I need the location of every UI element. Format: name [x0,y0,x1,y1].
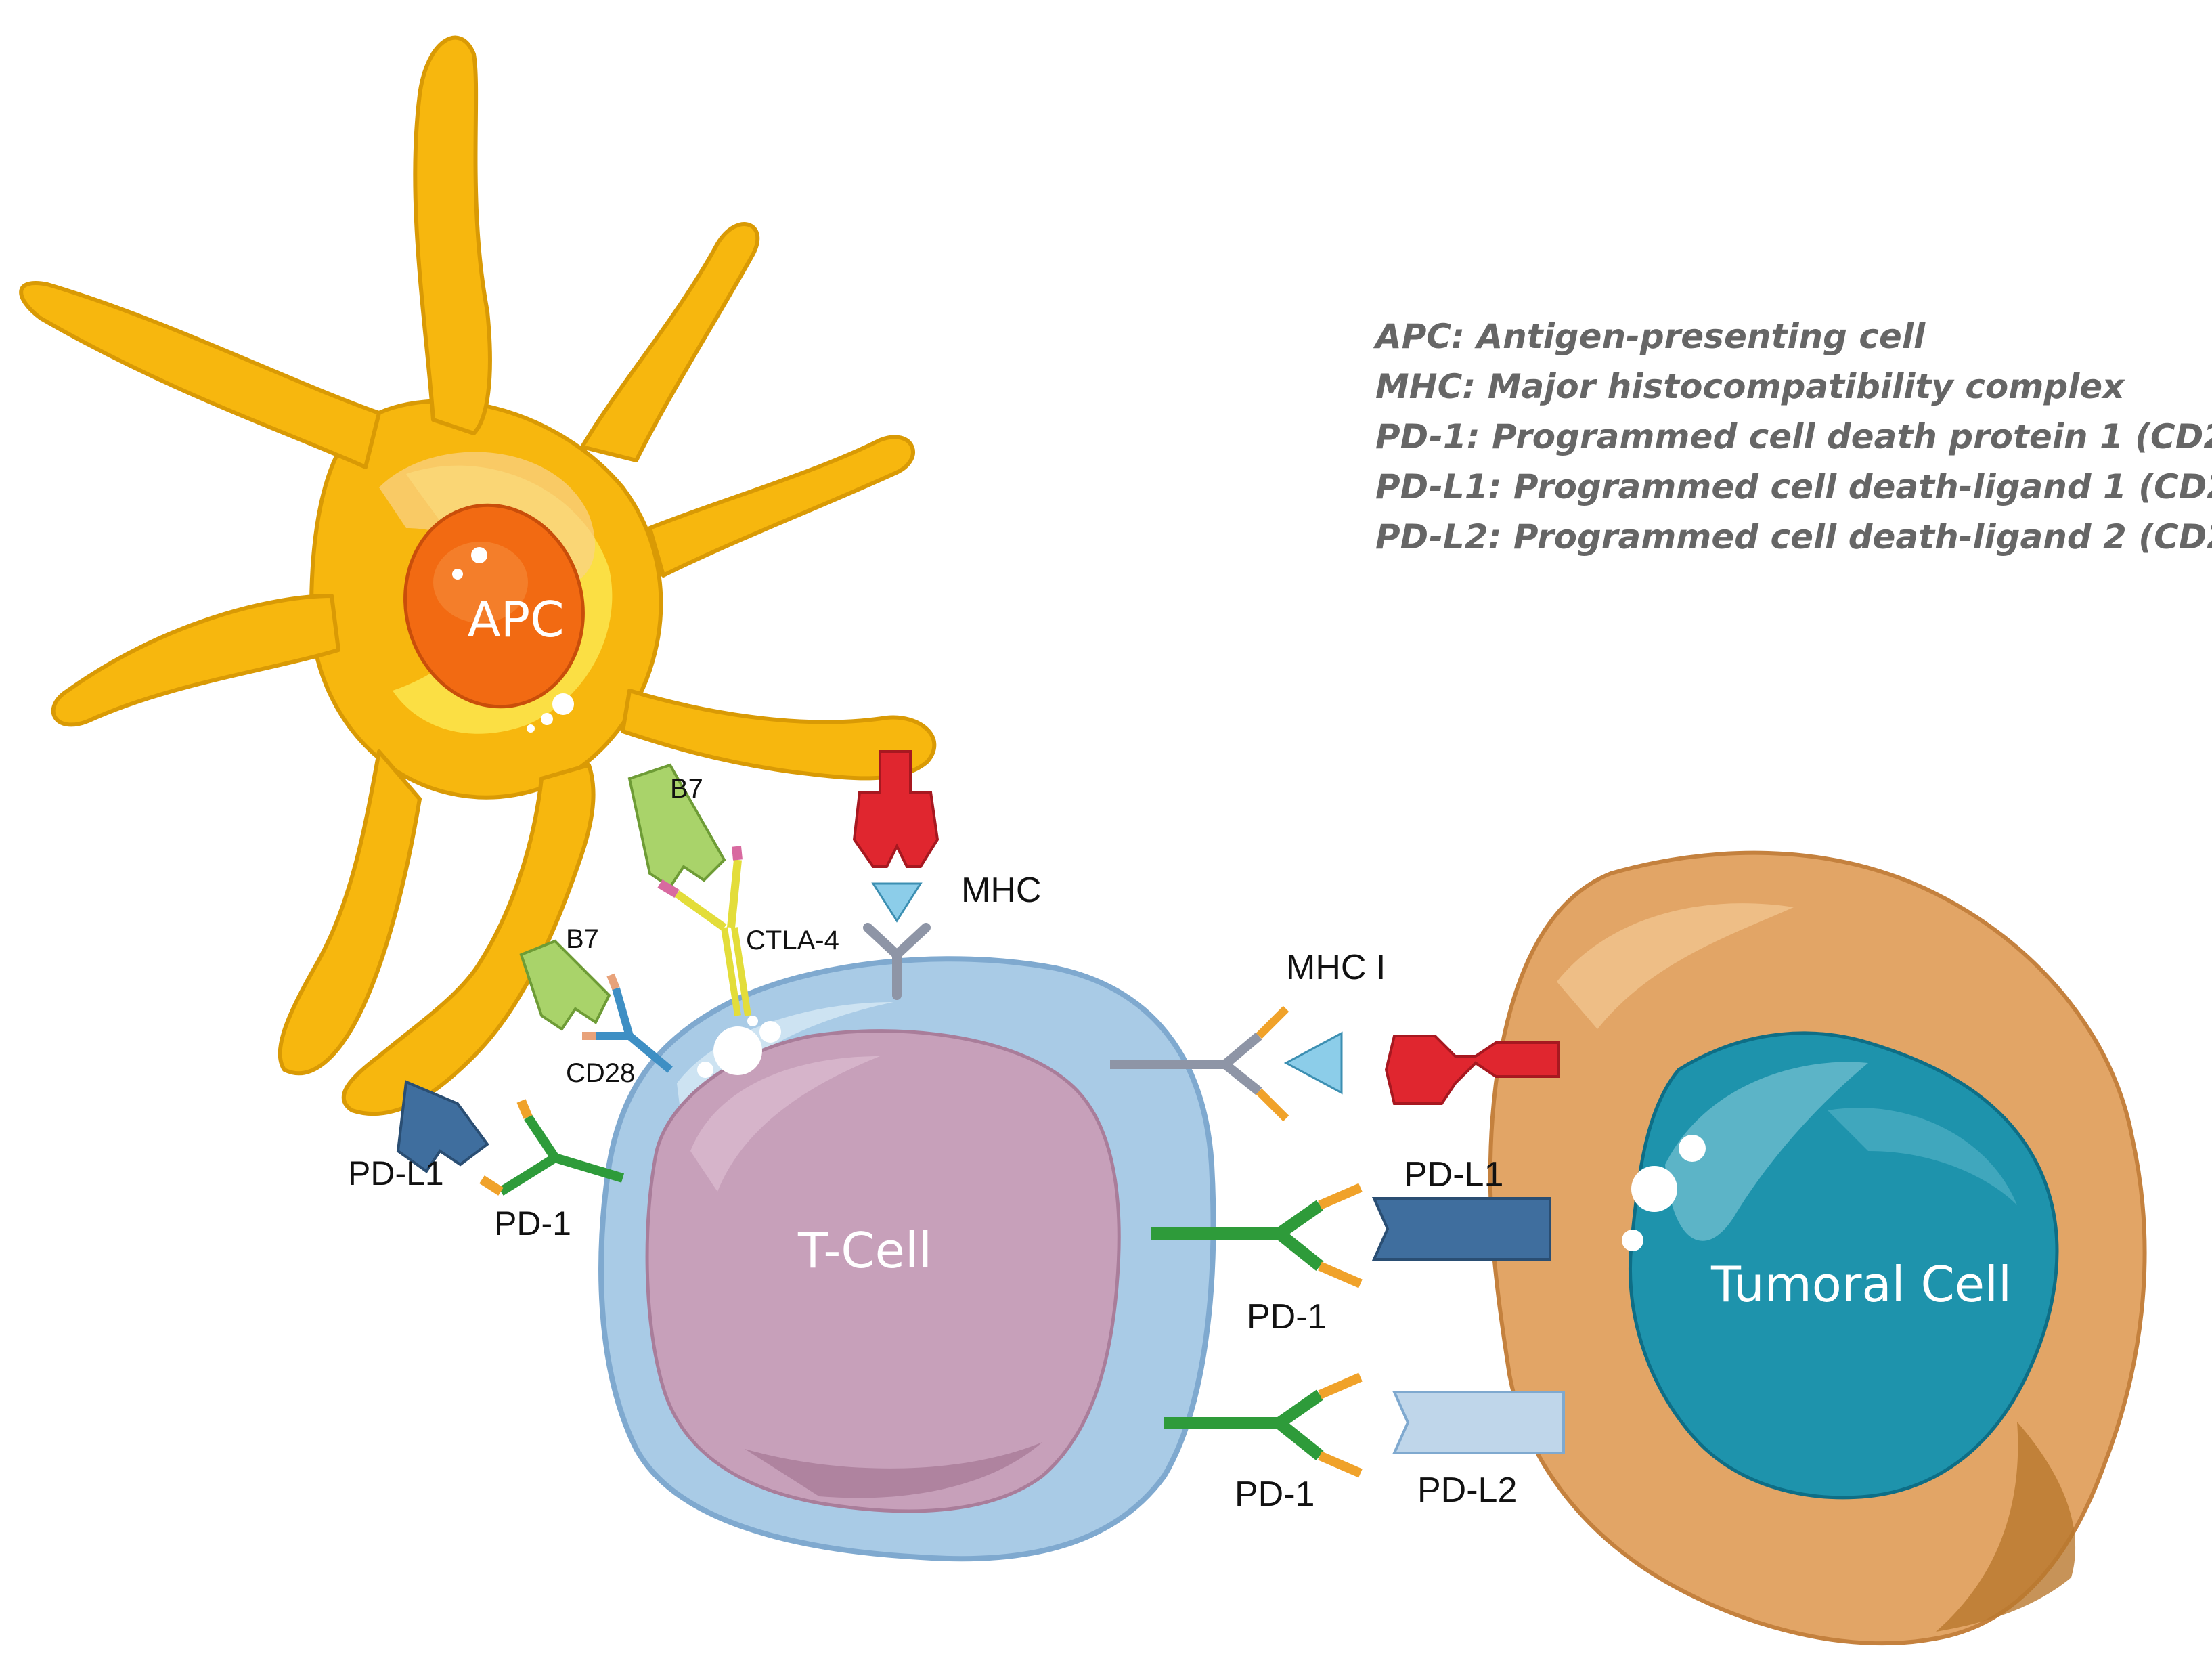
antigen-triangle-icon [1283,1031,1343,1095]
b7-top-label: B7 [670,774,703,804]
ctla4-receptor-icon [657,846,751,1016]
mhc1-label: MHC I [1286,948,1386,987]
pdl1-left-label: PD-L1 [348,1154,444,1192]
mhc-molecule-icon [852,750,939,868]
legend-line: MHC: Major histocompatibility complex [1375,367,2125,406]
tumoral-cell-icon [1488,850,2147,1646]
pd1-right-bottom-label: PD-1 [1235,1475,1314,1514]
b7-left-label: B7 [566,924,599,954]
pd1-right-top-label: PD-1 [1247,1297,1327,1337]
pd1-receptor-icon [1151,1183,1363,1288]
tcell-icon [598,956,1216,1562]
cd28-receptor-icon [582,973,673,1073]
legend-line: APC: Antigen-presenting cell [1373,317,1926,356]
legend-line: PD-L2: Programmed cell death-ligand 2 (C… [1375,517,2212,557]
pdl1-ligand-icon [396,1080,489,1173]
legend-line: PD-1: Programmed cell death protein 1 (C… [1375,417,2212,456]
mhc-label: MHC [961,871,1041,910]
b7-ligand-icon [519,939,611,1031]
tcell-label: T-Cell [797,1222,932,1279]
tcr-receptor-icon [863,923,931,1000]
tumor-label: Tumoral Cell [1710,1256,2012,1313]
pd1-receptor-icon [1164,1372,1363,1478]
legend-line: PD-L1: Programmed cell death-ligand 1 (C… [1375,467,2212,506]
pdl2-label: PD-L2 [1417,1471,1517,1510]
cd28-label: CD28 [566,1058,635,1088]
pdl1-right-label: PD-L1 [1404,1155,1503,1194]
b7-ligand-icon [627,763,726,889]
ctla4-label: CTLA-4 [746,926,839,955]
pdl2-ligand-icon [1392,1391,1565,1454]
pd1-left-label: PD-1 [494,1204,571,1242]
antigen-triangle-icon [871,882,923,923]
tcr-receptor-icon [1110,1005,1289,1122]
apc-label: APC [468,591,565,648]
mhc-molecule-icon [1384,1035,1560,1105]
apc-cell-icon [19,35,937,1116]
legend: APC: Antigen-presenting cell MHC: Major … [1373,317,2212,557]
pdl1-ligand-icon [1371,1197,1551,1261]
pd1-receptor-icon [479,1099,625,1196]
